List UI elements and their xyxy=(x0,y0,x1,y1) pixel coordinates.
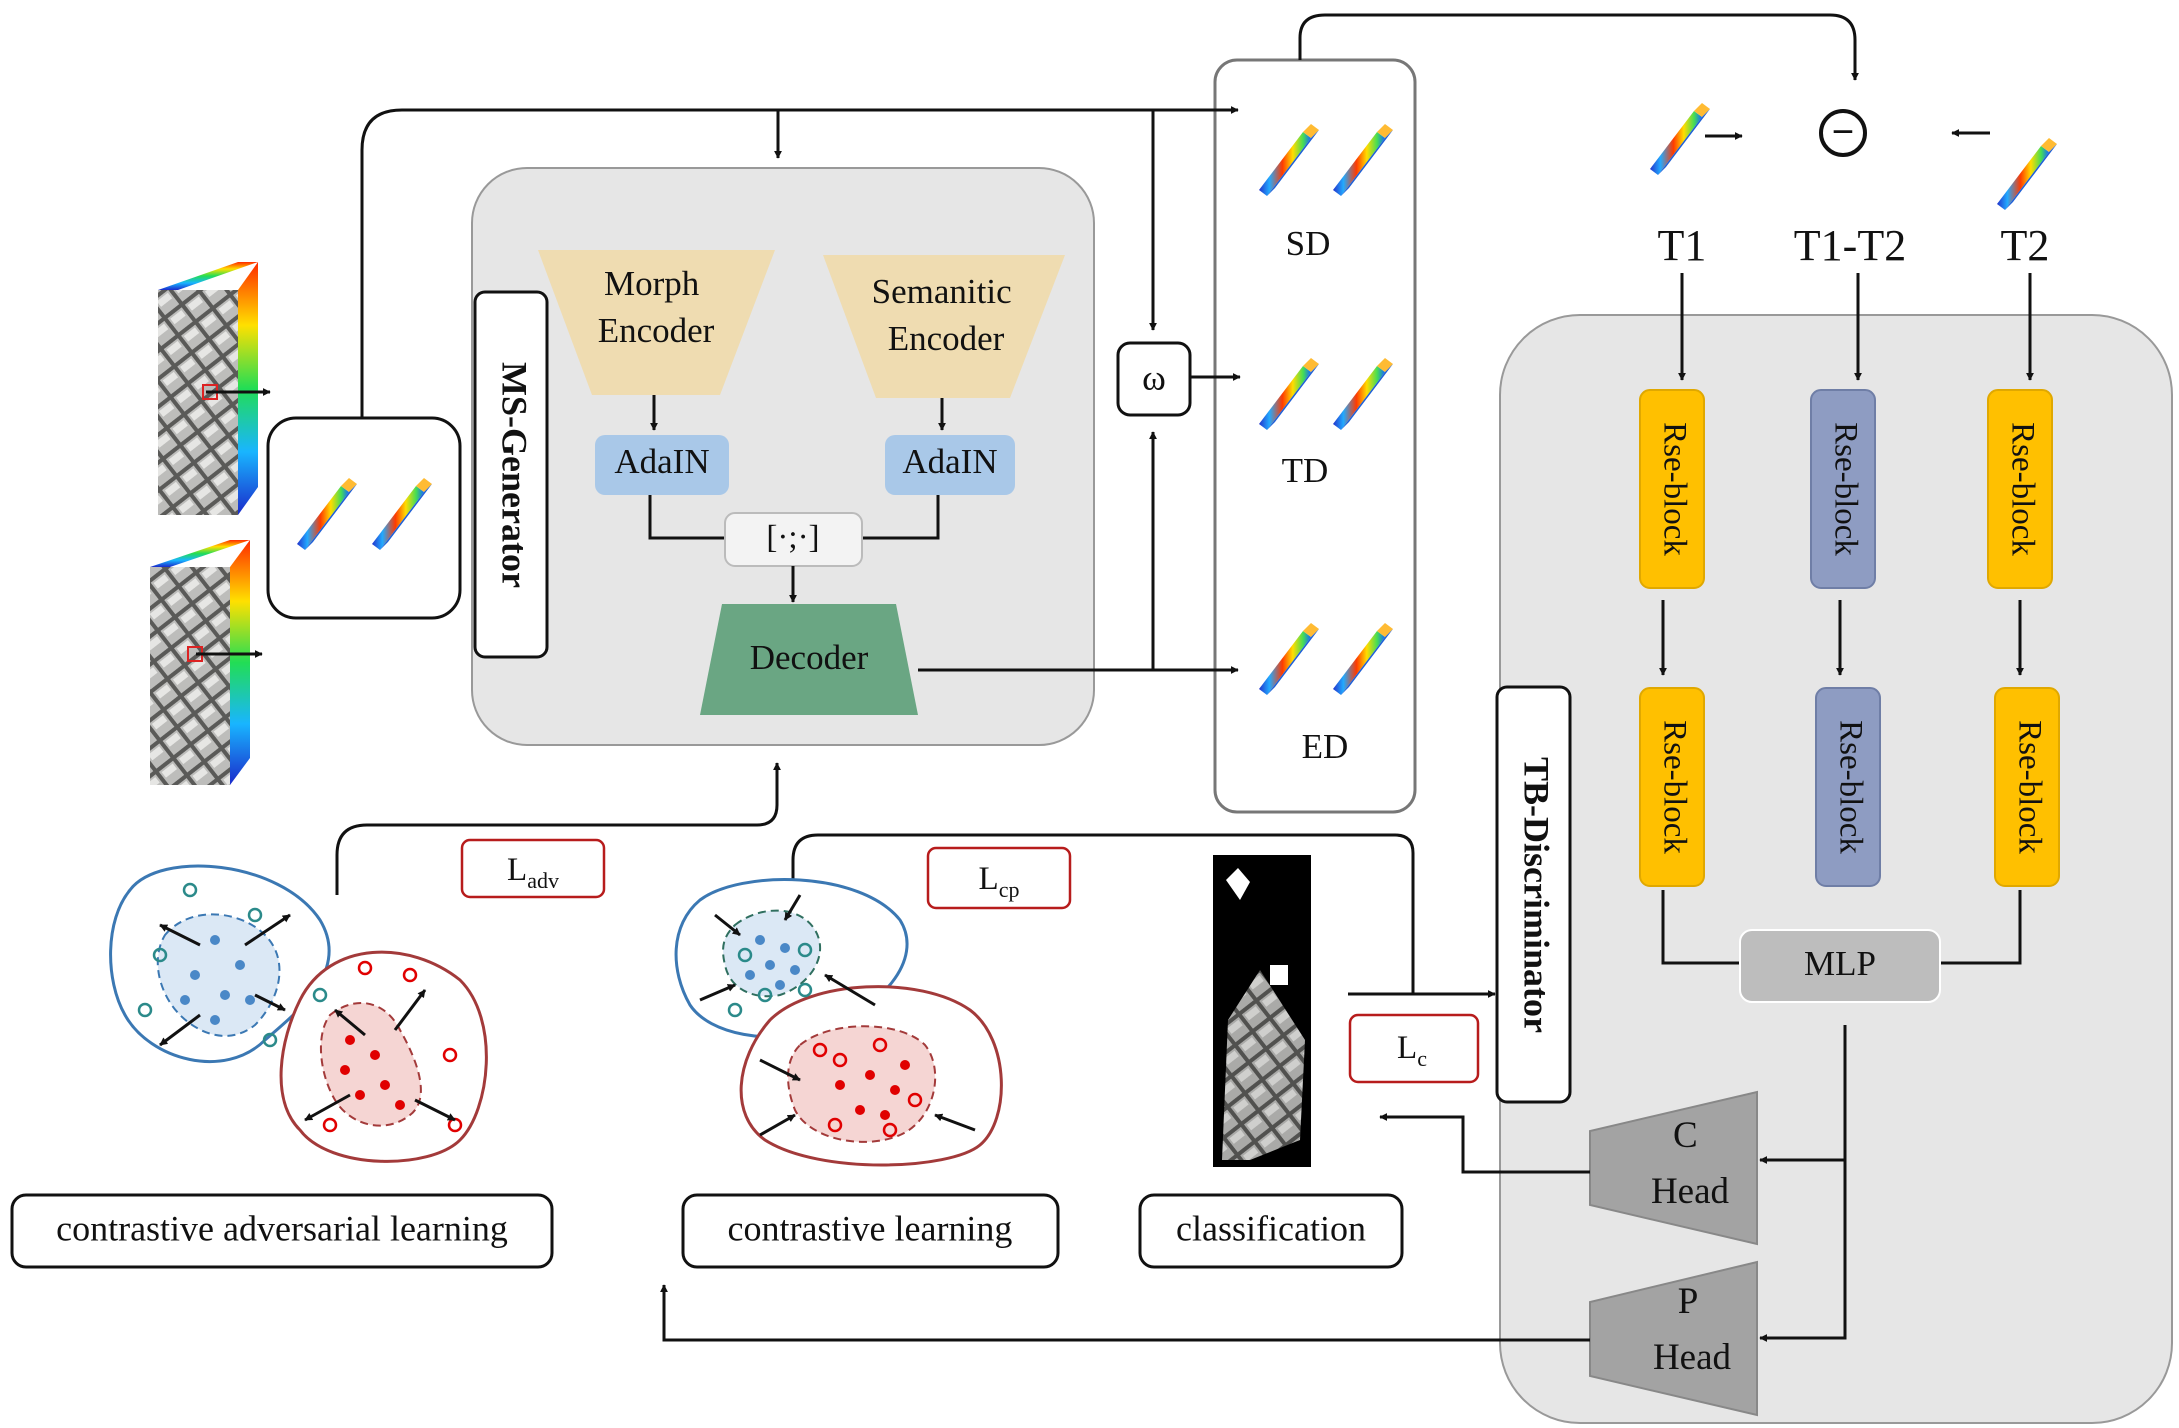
omega-label: ω xyxy=(1142,357,1166,397)
p-head-label: P xyxy=(1678,1281,1698,1322)
svg-text:Semanitic Encoder: Semanitic Encoder xyxy=(872,272,1021,358)
svg-text:Lc: Lc xyxy=(1397,1030,1427,1071)
caption-box-cls xyxy=(1138,1193,1404,1269)
loss-c-box xyxy=(1348,1013,1480,1084)
morph-encoder-label: Encoder xyxy=(598,311,715,350)
loss-cp-box xyxy=(926,846,1072,910)
adain-right xyxy=(885,435,1015,495)
semantic-encoder-label: Encoder xyxy=(888,319,1005,358)
rse-block-label: Rse-block xyxy=(1656,422,1692,556)
rse-block: Rse-block xyxy=(1994,687,2060,887)
svg-text:Lcp: Lcp xyxy=(979,861,1020,902)
t2-label: T2 xyxy=(2001,221,2050,270)
tb-discriminator-title-box xyxy=(1495,685,1572,1104)
loss-adv-sub: adv xyxy=(527,868,559,893)
t1-vector-icon xyxy=(1650,103,1710,175)
contrastive-clusters xyxy=(674,878,1003,1167)
loss-cp-base: L xyxy=(979,861,999,897)
loss-c-sub: c xyxy=(1417,1046,1427,1071)
adain-left xyxy=(595,435,729,495)
concat-label: [·;·] xyxy=(766,520,819,556)
decoder-label: Decoder xyxy=(750,638,869,677)
svg-text:Ladv: Ladv xyxy=(507,852,559,893)
morph-encoder-label: Morph xyxy=(604,264,700,303)
loss-c-base: L xyxy=(1397,1030,1417,1066)
adain-right-label: AdaIN xyxy=(902,442,997,481)
classification-map xyxy=(1213,855,1311,1167)
sd-label: SD xyxy=(1286,224,1331,263)
semantic-encoder-label: Semanitic xyxy=(872,272,1012,311)
rse-block: Rse-block xyxy=(1639,687,1705,887)
rse-block-label: Rse-block xyxy=(2004,422,2040,556)
caption-cls: classification xyxy=(1176,1208,1366,1248)
adversarial-clusters xyxy=(109,864,488,1163)
pixel-pair-box xyxy=(266,416,462,620)
omega-box xyxy=(1116,341,1192,417)
caption-cl: contrastive learning xyxy=(728,1208,1013,1248)
caption-box-cl xyxy=(681,1193,1060,1269)
subtract-icon xyxy=(1819,109,1867,157)
mlp-box xyxy=(1739,929,1941,1003)
ms-generator-title-box xyxy=(473,290,549,659)
td-label: TD xyxy=(1282,451,1329,490)
c-head-label: Head xyxy=(1651,1171,1730,1212)
svg-text:P Head: P Head xyxy=(1653,1281,1732,1378)
decoder xyxy=(700,604,918,715)
rse-block-label: Rse-block xyxy=(1827,422,1863,556)
morph-encoder xyxy=(538,250,775,395)
rse-block: Rse-block xyxy=(1815,687,1881,887)
adain-left-label: AdaIN xyxy=(614,442,709,481)
c-head xyxy=(1589,1090,1758,1246)
input-image-t1 xyxy=(158,262,271,515)
svg-text:C Head: C Head xyxy=(1651,1115,1730,1212)
p-head-label: Head xyxy=(1653,1337,1732,1378)
t1-t2-label: T1-T2 xyxy=(1794,221,1906,270)
rse-block: Rse-block xyxy=(1639,389,1705,589)
rse-block-label: Rse-block xyxy=(2011,720,2047,854)
rse-block: Rse-block xyxy=(1987,389,2053,589)
subtract-label: − xyxy=(1832,109,1855,154)
tb-discriminator-title: TB-Discriminator xyxy=(1517,757,1557,1033)
semantic-encoder xyxy=(823,255,1065,398)
loss-cp-sub: cp xyxy=(999,877,1020,902)
rse-block: Rse-block xyxy=(1810,389,1876,589)
loss-adv-base: L xyxy=(507,852,527,888)
rse-block-label: Rse-block xyxy=(1656,720,1692,854)
t2-vector-icon xyxy=(1997,138,2057,210)
c-head-label: C xyxy=(1673,1115,1698,1156)
outputs-box xyxy=(1213,58,1417,814)
svg-text:Morph Encoder: Morph Encoder xyxy=(598,264,715,350)
caption-box-cal xyxy=(10,1193,554,1269)
mlp-label: MLP xyxy=(1804,944,1876,983)
ed-label: ED xyxy=(1302,727,1349,766)
ms-generator-title: MS-Generator xyxy=(495,362,535,588)
input-image-t2 xyxy=(150,540,263,785)
loss-adv-box xyxy=(460,838,606,899)
t1-label: T1 xyxy=(1658,221,1707,270)
rse-block-label: Rse-block xyxy=(1832,720,1868,854)
caption-cal: contrastive adversarial learning xyxy=(56,1208,508,1248)
p-head xyxy=(1589,1260,1758,1417)
